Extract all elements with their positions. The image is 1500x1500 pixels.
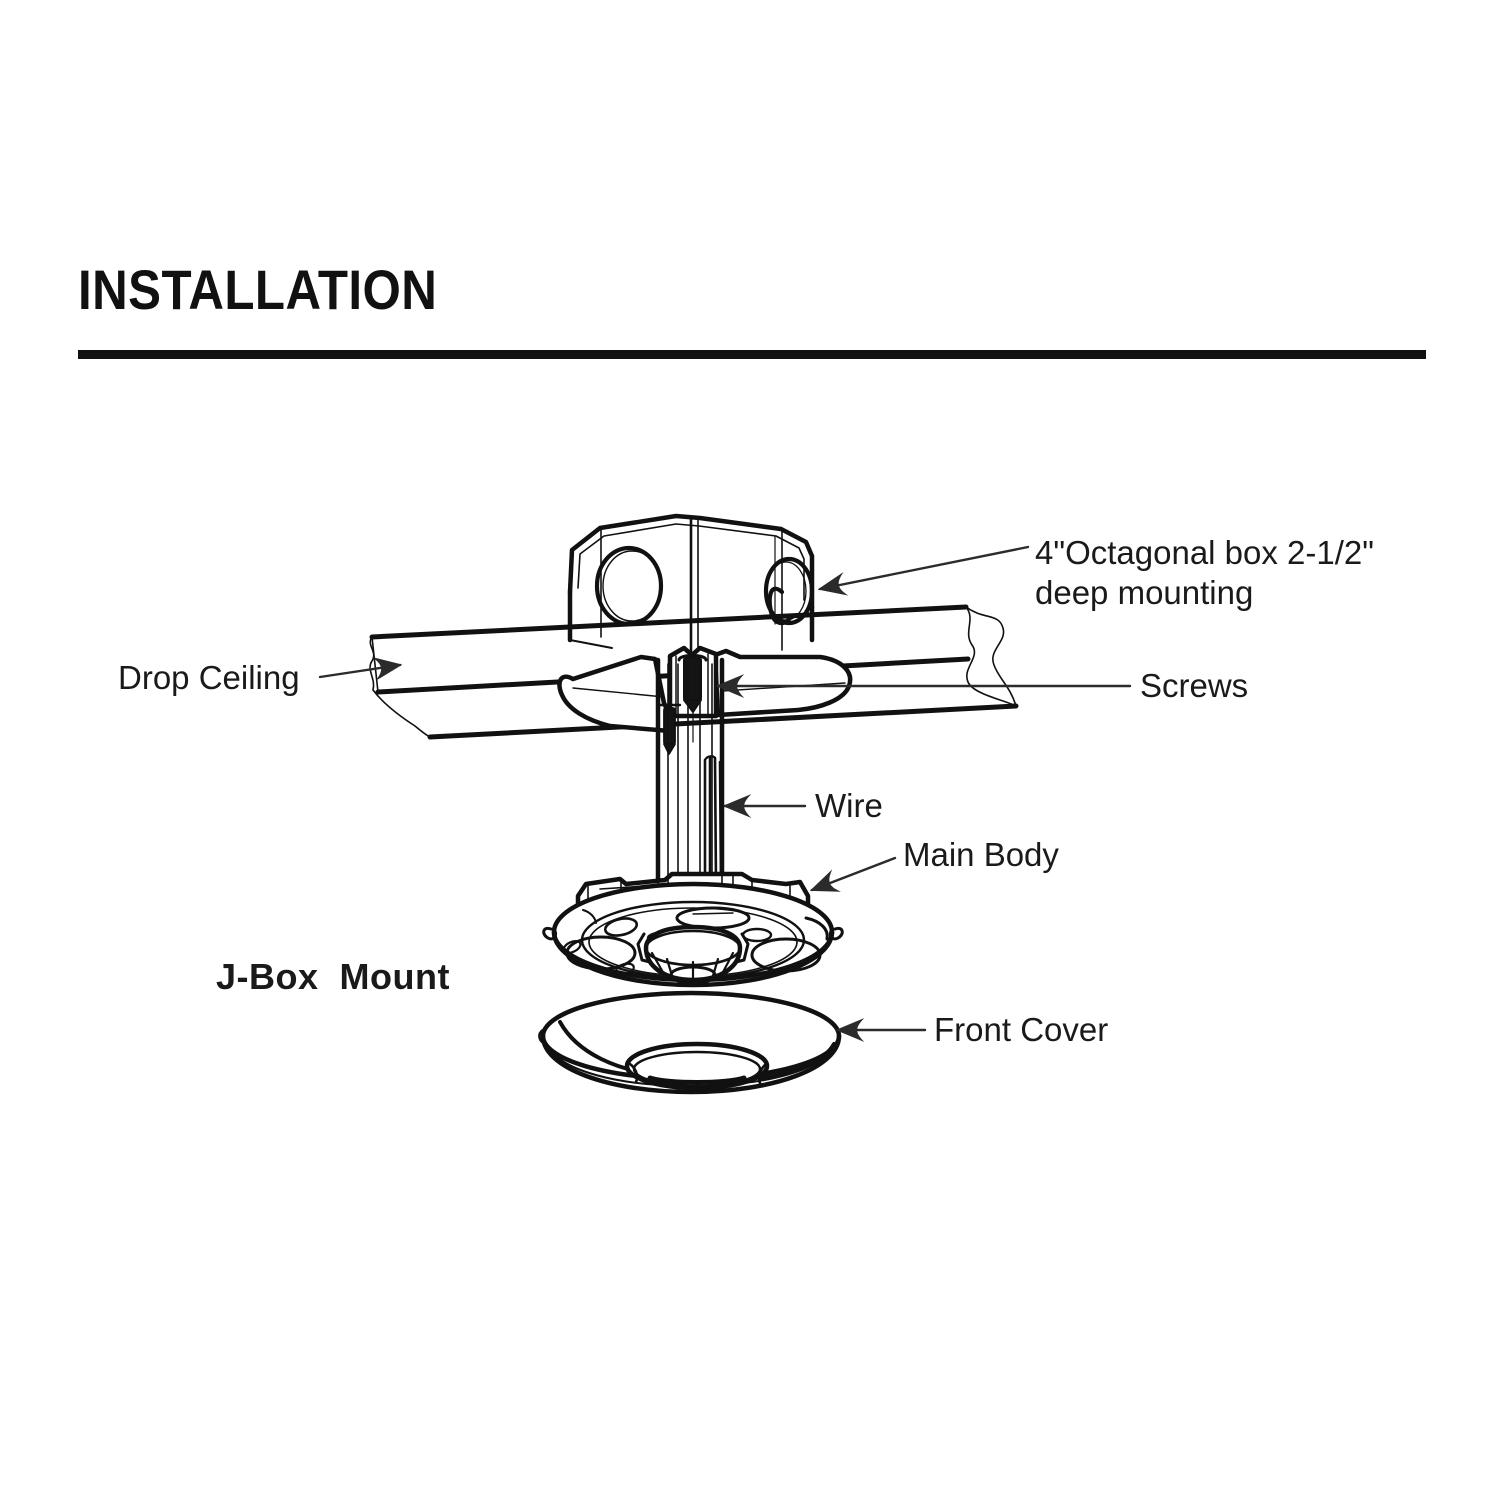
mounting-screw-secondary [658,703,682,755]
drop-ceiling-tile [369,604,1019,740]
callout-main-body: Main Body [903,836,1059,873]
main-body [542,871,844,988]
octagonal-junction-box [567,513,815,663]
front-cover [538,990,842,1095]
sensor-dome [636,924,750,985]
leader-drop-ceiling [318,657,403,681]
callout-front-cover: Front Cover [934,1011,1109,1048]
callout-octagonal-box: 4"Octagonal box 2-1/2"deep mounting [1035,533,1374,614]
leader-octagonal-box [817,545,1030,596]
diagram-caption: J-Box Mount [216,956,450,997]
mounting-bracket [557,645,853,734]
mounting-screw-center [677,654,708,743]
callout-screws: Screws [1140,667,1249,704]
page-header: INSTALLATION [78,262,1428,359]
callout-octagonal-box-line1: 4"Octagonal box 2-1/2" [1035,534,1374,571]
stem-conduit [655,657,725,887]
callout-wire: Wire [815,787,883,824]
callout-octagonal-box-line2: deep mounting [1035,574,1254,612]
title-divider [78,350,1426,359]
leader-main-body [809,856,897,892]
wire-bundle [703,755,723,886]
page-title: INSTALLATION [78,258,438,321]
callout-drop-ceiling: Drop Ceiling [118,659,300,696]
